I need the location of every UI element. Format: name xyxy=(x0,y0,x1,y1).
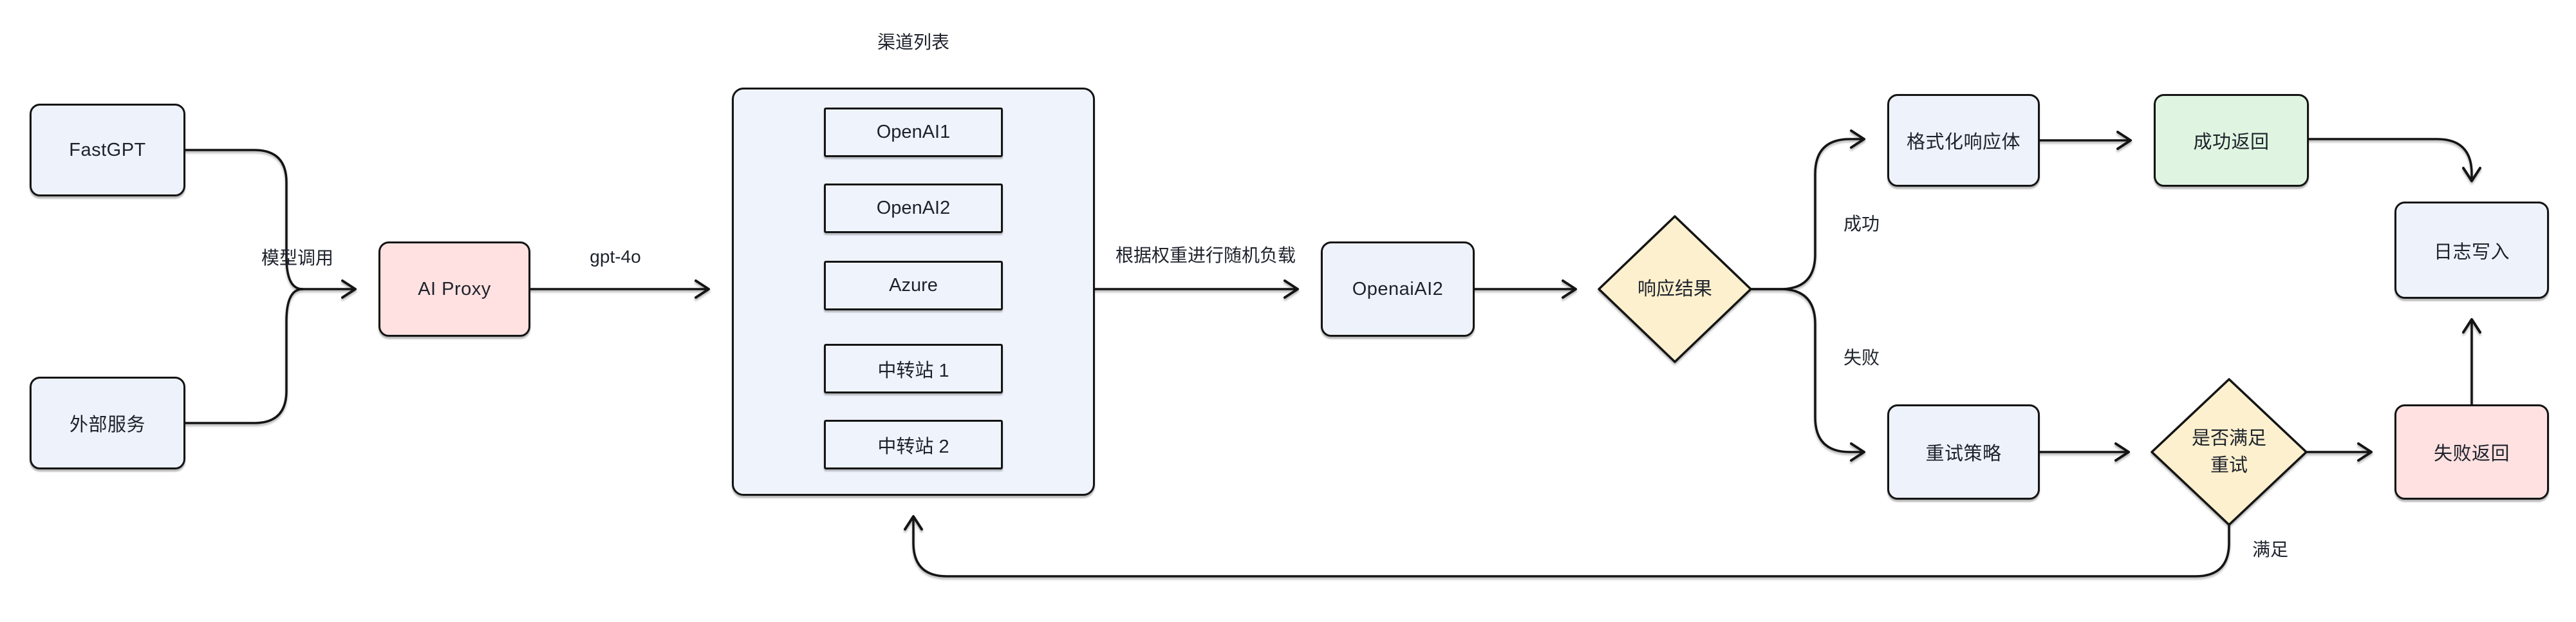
channel-item-azure: Azure xyxy=(824,261,1003,310)
node-external-service: 外部服务 xyxy=(30,377,185,469)
node-log-write: 日志写入 xyxy=(2394,202,2549,299)
node-format-response: 格式化响应体 xyxy=(1887,94,2040,187)
node-retry-strategy: 重试策略 xyxy=(1887,404,2040,500)
edge-fastgpt-to-junction xyxy=(184,149,304,290)
edge-label-fail: 失败 xyxy=(1843,348,1880,368)
channel-item-openai1: OpenAI1 xyxy=(824,108,1003,157)
edge-label-success: 成功 xyxy=(1843,214,1880,234)
channel-item-relay2: 中转站 2 xyxy=(824,420,1003,469)
edge-satisfied-loopback xyxy=(904,515,2230,578)
channel-list-container: OpenAI1 OpenAI2 Azure 中转站 1 中转站 2 xyxy=(732,88,1095,496)
node-success-return: 成功返回 xyxy=(2154,94,2309,187)
edge-result-success xyxy=(1750,129,1865,290)
channel-item-openai2: OpenAI2 xyxy=(824,184,1003,233)
edge-label-model-name: gpt-4o xyxy=(590,247,641,267)
channel-list-title: 渠道列表 xyxy=(877,32,950,52)
edge-external-to-junction xyxy=(184,288,304,424)
channel-item-relay1: 中转站 1 xyxy=(824,344,1003,393)
node-fail-return: 失败返回 xyxy=(2394,404,2549,500)
edge-label-model-call: 模型调用 xyxy=(261,248,334,268)
edge-label-load-balance: 根据权重进行随机负载 xyxy=(1115,245,1296,265)
node-ai-proxy: AI Proxy xyxy=(378,241,530,337)
node-selected-channel: OpenaiAI2 xyxy=(1321,241,1475,337)
decision-retry-check-label: 是否满足 重试 xyxy=(2191,428,2266,476)
edge-success-to-log xyxy=(2308,138,2481,182)
edge-result-fail xyxy=(1750,288,1865,462)
decision-response-result-label: 响应结果 xyxy=(1637,278,1712,299)
node-fastgpt: FastGPT xyxy=(30,104,185,196)
edge-label-satisfied: 满足 xyxy=(2252,540,2289,560)
